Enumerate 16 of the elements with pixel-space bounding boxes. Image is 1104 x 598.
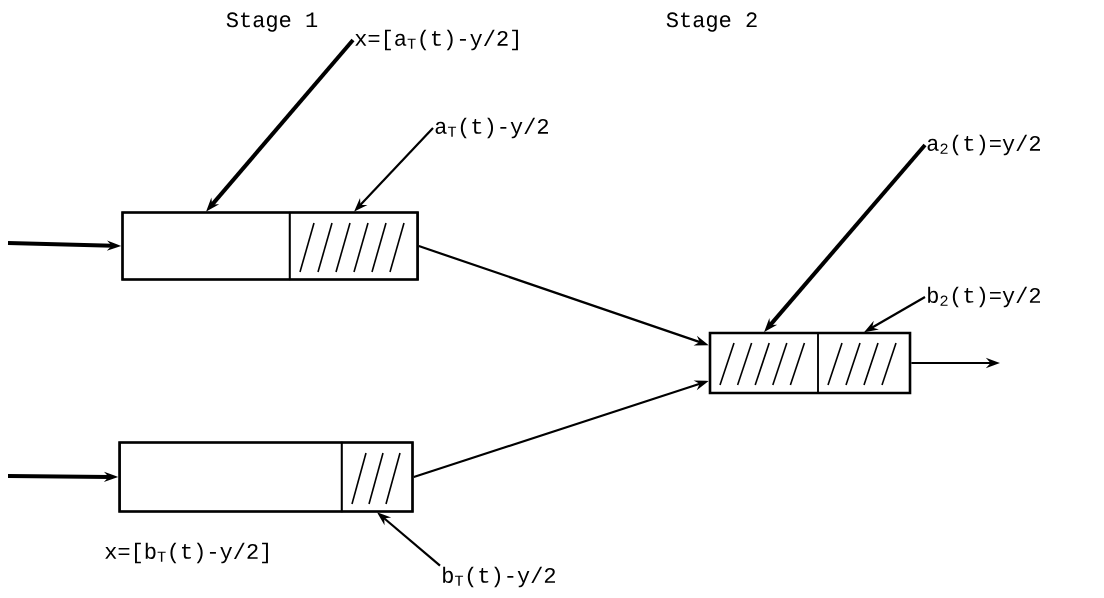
- formula-label: b$_{T}$(t)-y/2: [443, 566, 555, 588]
- hatched-section: [340, 441, 414, 513]
- hatched-section: [289, 211, 419, 281]
- buffer-box: [118, 441, 414, 513]
- buffer-box: [121, 211, 419, 281]
- formula-label: x=[b$_{T}$(t)-y/2]: [105, 542, 268, 564]
- hatched-section: [709, 332, 819, 394]
- stage-heading: Stage 2: [666, 12, 757, 32]
- hatched-section: [817, 332, 911, 394]
- stage-heading: Stage 1: [226, 12, 318, 32]
- formula-label: x=[a$_{T}$(t)-y/2]: [355, 29, 518, 51]
- formula-label: a$_{2}$(t)=y/2: [927, 134, 1040, 156]
- formula-label: a$_{T}$(t)-y/2: [435, 117, 548, 139]
- empty-section: [119, 441, 343, 513]
- empty-section: [121, 211, 291, 281]
- formula-label: b$_{2}$(t)=y/2: [928, 286, 1040, 308]
